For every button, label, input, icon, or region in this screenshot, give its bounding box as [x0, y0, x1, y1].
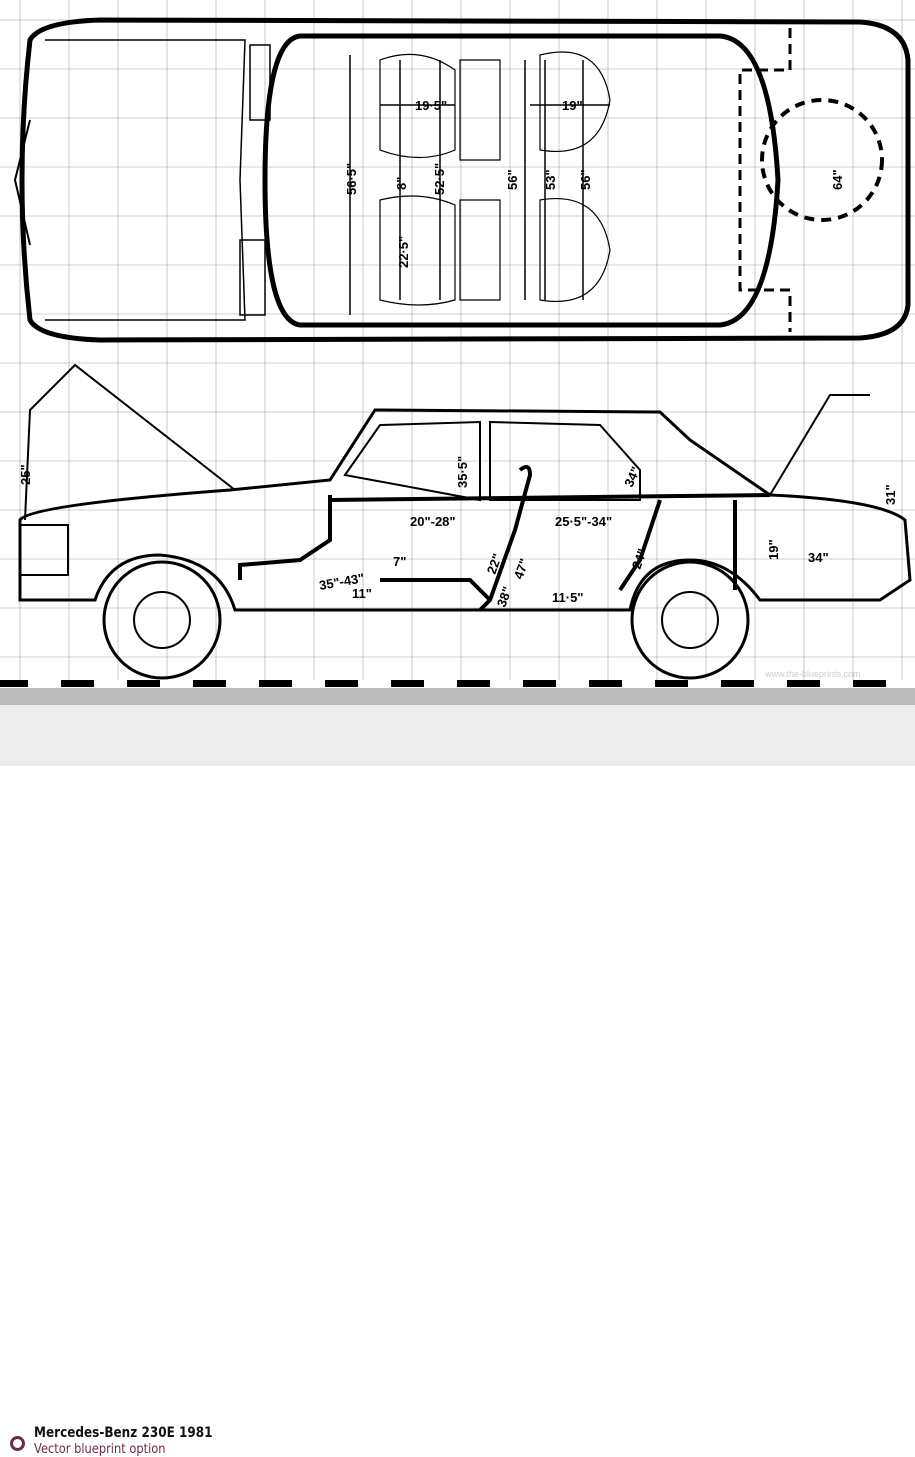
- car-side-view: 25" 35·5" 34" 31" 20"-28" 25·5"-34" 7" 1…: [18, 363, 912, 680]
- separator-band: [0, 688, 915, 705]
- dim-side-6: 25·5"-34": [555, 514, 612, 529]
- dim-top-2: 19": [562, 98, 583, 113]
- caption-bar: Mercedes-Benz 230E 1981 Vector blueprint…: [0, 705, 915, 1457]
- dim-top-8: 56": [578, 169, 593, 190]
- dim-top-6: 56": [505, 169, 520, 190]
- dim-side-9: 34": [808, 550, 829, 565]
- ruler-segment: [325, 680, 358, 687]
- dim-top-9: 22·5": [396, 236, 411, 268]
- ruler-segment: [853, 680, 886, 687]
- ruler-segment: [259, 680, 292, 687]
- caption-title: Mercedes-Benz 230E 1981: [34, 1425, 213, 1441]
- dim-side-16: 11·5": [552, 590, 583, 605]
- dim-side-1: 25": [18, 464, 33, 485]
- dim-top-10: 64": [830, 169, 845, 190]
- dim-side-14: 11": [352, 586, 372, 601]
- ruler-segment: [787, 680, 820, 687]
- radio-option-icon[interactable]: [10, 1436, 25, 1451]
- ruler-strip: [0, 680, 886, 687]
- ruler-segment: [721, 680, 754, 687]
- dim-top-1: 19·5": [415, 98, 447, 113]
- dim-top-7: 53": [543, 169, 558, 190]
- dim-top-4: 8": [394, 177, 409, 190]
- dim-side-10: 22": [484, 552, 505, 577]
- dim-side-5: 20"-28": [410, 514, 456, 529]
- blueprint-image: 19·5" 19" 56·5" 8" 52·5" 56" 53" 56" 22·…: [0, 0, 915, 688]
- car-blueprint-drawing: 19·5" 19" 56·5" 8" 52·5" 56" 53" 56" 22·…: [0, 0, 915, 687]
- ruler-segment: [457, 680, 490, 687]
- dim-side-8: 19": [766, 539, 781, 560]
- dim-side-12: 24": [629, 547, 650, 572]
- ruler-segment: [589, 680, 622, 687]
- watermark: www.the-blueprints.com: [764, 669, 861, 679]
- dim-top-3: 56·5": [344, 163, 359, 195]
- ruler-segment: [193, 680, 226, 687]
- ruler-segment: [61, 680, 94, 687]
- ruler-segment: [391, 680, 424, 687]
- ruler-segment: [127, 680, 160, 687]
- car-top-view: 19·5" 19" 56·5" 8" 52·5" 56" 53" 56" 22·…: [13, 17, 911, 343]
- ruler-segment: [0, 680, 28, 687]
- ruler-segment: [655, 680, 688, 687]
- dim-side-2: 35·5": [455, 456, 470, 488]
- ruler-segment: [523, 680, 556, 687]
- dim-top-5: 52·5": [432, 163, 447, 195]
- dim-side-11: 47": [511, 557, 532, 582]
- dim-side-15: 38": [494, 585, 515, 610]
- dim-side-7: 7": [393, 554, 406, 569]
- dim-side-4: 31": [883, 484, 898, 505]
- caption-subtitle[interactable]: Vector blueprint option: [34, 1442, 166, 1457]
